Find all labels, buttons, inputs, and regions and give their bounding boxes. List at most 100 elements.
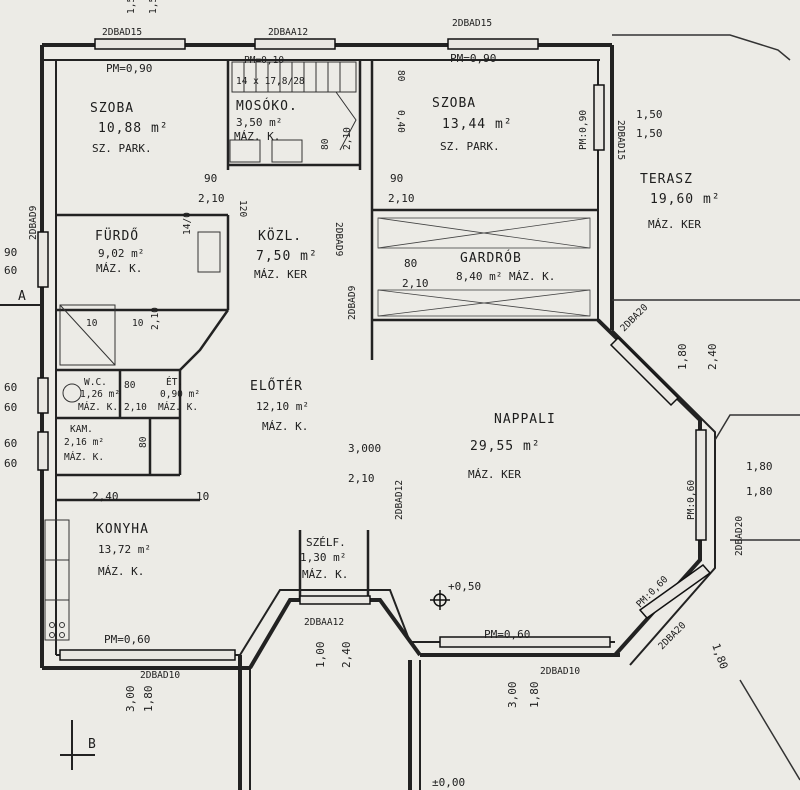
dimension-labels: PM=0,90 PM=0,10 PM=0,90 PM:0,90 1,50 1,5… [4, 0, 773, 789]
room-terasz-name: TERASZ [640, 172, 693, 187]
dim-d60a: 60 [4, 264, 17, 277]
dim-d140b: 0,40 [395, 110, 406, 133]
room-kozl-floor: MÁZ. KER [254, 268, 307, 281]
room-furdo-area: 9,02 m² [98, 247, 144, 260]
room-eloter-area: 12,10 m² [256, 400, 309, 413]
dim-d2: 1,50 [636, 127, 663, 140]
dim-d140: 14/0 [182, 212, 193, 235]
dim-d180f: 1,80 [528, 682, 541, 709]
dim-d180c: 1,80 [746, 485, 773, 498]
room-kam-name: KAM. [70, 424, 93, 435]
dim-d300b: 3,00 [124, 686, 137, 713]
room-mosoko-area: 3,50 m² [236, 116, 282, 129]
dim-d210e: 2,10 [342, 127, 353, 150]
room-konyha-floor: MÁZ. K. [98, 565, 144, 578]
window-label-bot-left: 2DBAD10 [140, 670, 180, 681]
window-label-door3: 2DBAD12 [394, 480, 405, 520]
dim-d80b: 80 [395, 70, 406, 82]
section-b-label: B [88, 737, 97, 752]
room-eloter-name: ELŐTÉR [250, 378, 303, 394]
room-szelf-area: 1,30 m² [300, 551, 346, 564]
dim-d180e: 1,80 [142, 686, 155, 713]
room-et-floor: MÁZ. K. [158, 401, 198, 413]
window-label-top3: 2DBAD15 [452, 18, 492, 29]
dim-d60c: 60 [4, 401, 17, 414]
dim-d60d: 60 [4, 437, 17, 450]
room-szoba2-name: SZOBA [432, 96, 476, 111]
terrace-outline [612, 34, 800, 781]
dim-d3: 1,50 [126, 0, 137, 14]
room-wc-area: 1,26 m² [80, 389, 120, 400]
window-markers [37, 38, 712, 661]
window-label-right: 2DBAD15 [615, 120, 626, 160]
room-kozl-name: KÖZL. [258, 227, 302, 244]
room-terasz-area: 19,60 m² [650, 192, 721, 207]
dim-d1: 1,50 [636, 108, 663, 121]
dim-d240: 2,40 [92, 490, 119, 503]
room-terasz-floor: MÁZ. KER [648, 218, 701, 231]
dim-d60e: 60 [4, 457, 17, 470]
dim-d210f: 2,10 [124, 402, 147, 413]
window-label-left: 2DBAD9 [28, 205, 39, 240]
room-kam-floor: MÁZ. K. [64, 451, 104, 463]
window-label-gardrob: 2DBAD9 [347, 285, 358, 320]
room-gardrob-area: 8,40 m² MÁZ. K. [456, 270, 555, 283]
dim-d300c: 3,00 [506, 682, 519, 709]
room-wc-floor: MÁZ. K. [78, 401, 118, 413]
dim-d120: 120 [237, 200, 248, 217]
window-label-entry: 2DBAA12 [304, 617, 344, 628]
room-szelf-name: SZÉLF. [306, 536, 346, 549]
dim-d210g: 2,10 [150, 307, 161, 330]
dim-d000: ±0,00 [432, 776, 465, 789]
room-nappali-name: NAPPALI [494, 412, 556, 427]
room-gardrob-name: GARDRÓB [460, 250, 522, 266]
kitchen-counter [44, 519, 70, 641]
room-eloter-floor: MÁZ. K. [262, 420, 308, 433]
room-mosoko-name: MOSÓKO. [236, 98, 298, 114]
room-szoba2-floor: SZ. PARK. [440, 140, 500, 153]
window-label-top1: 2DBAD15 [102, 27, 142, 38]
room-szoba1-name: SZOBA [90, 101, 134, 116]
dim-d10c: 10 [86, 318, 98, 329]
room-labels: SZOBA 10,88 m² SZ. PARK. MOSÓKO. 3,50 m²… [64, 96, 721, 581]
dim-d050: +0,50 [448, 580, 481, 593]
room-szelf-floor: MÁZ. K. [302, 568, 348, 581]
window-label-bot-right: 2DBAD10 [540, 666, 580, 677]
gardrob-shelving [377, 217, 591, 317]
dim-d80a: 80 [404, 257, 417, 270]
dim-pm090a: PM=0,90 [106, 62, 152, 75]
room-nappali-floor: MÁZ. KER [468, 468, 521, 481]
dim-pm090c: PM:0,90 [578, 110, 589, 150]
dim-d210d: 2,10 [348, 472, 375, 485]
room-szoba1-floor: SZ. PARK. [92, 142, 152, 155]
dim-pm060a: PM=0,60 [104, 633, 150, 646]
dim-d210a: 2,10 [198, 192, 225, 205]
room-szoba1-area: 10,88 m² [98, 121, 169, 136]
dim-d4: 1,50 [148, 0, 159, 14]
room-furdo-floor: MÁZ. K. [96, 262, 142, 275]
room-szoba2-area: 13,44 m² [442, 117, 513, 132]
dim-d80c: 80 [320, 138, 331, 150]
level-crosshair [430, 590, 450, 610]
dim-d180b: 1,80 [746, 460, 773, 473]
room-wc-name: W.C. [84, 377, 107, 388]
dim-d240b: 2,40 [706, 344, 719, 371]
dim-d300: 3,000 [348, 442, 381, 455]
dim-d80e: 80 [138, 436, 149, 448]
room-mosoko-floor: MÁZ. K. [234, 130, 280, 143]
dim-pm060b: PM=0,60 [484, 628, 530, 641]
window-label-nappali2: 2DBAD20 [734, 516, 745, 556]
dim-d90a: 90 [204, 172, 217, 185]
interior-walls [56, 60, 598, 600]
dim-d90b: 90 [390, 172, 403, 185]
dim-stair: 14 x 17,8/28 [236, 76, 305, 87]
bathroom-fixtures [59, 139, 303, 403]
section-markers [0, 304, 95, 770]
room-konyha-area: 13,72 m² [98, 543, 151, 556]
dim-d240c: 2,40 [340, 642, 353, 669]
staircase [231, 61, 357, 151]
dim-d90c: 90 [4, 246, 17, 259]
room-konyha-name: KONYHA [96, 522, 149, 537]
room-kozl-area: 7,50 m² [256, 249, 318, 264]
